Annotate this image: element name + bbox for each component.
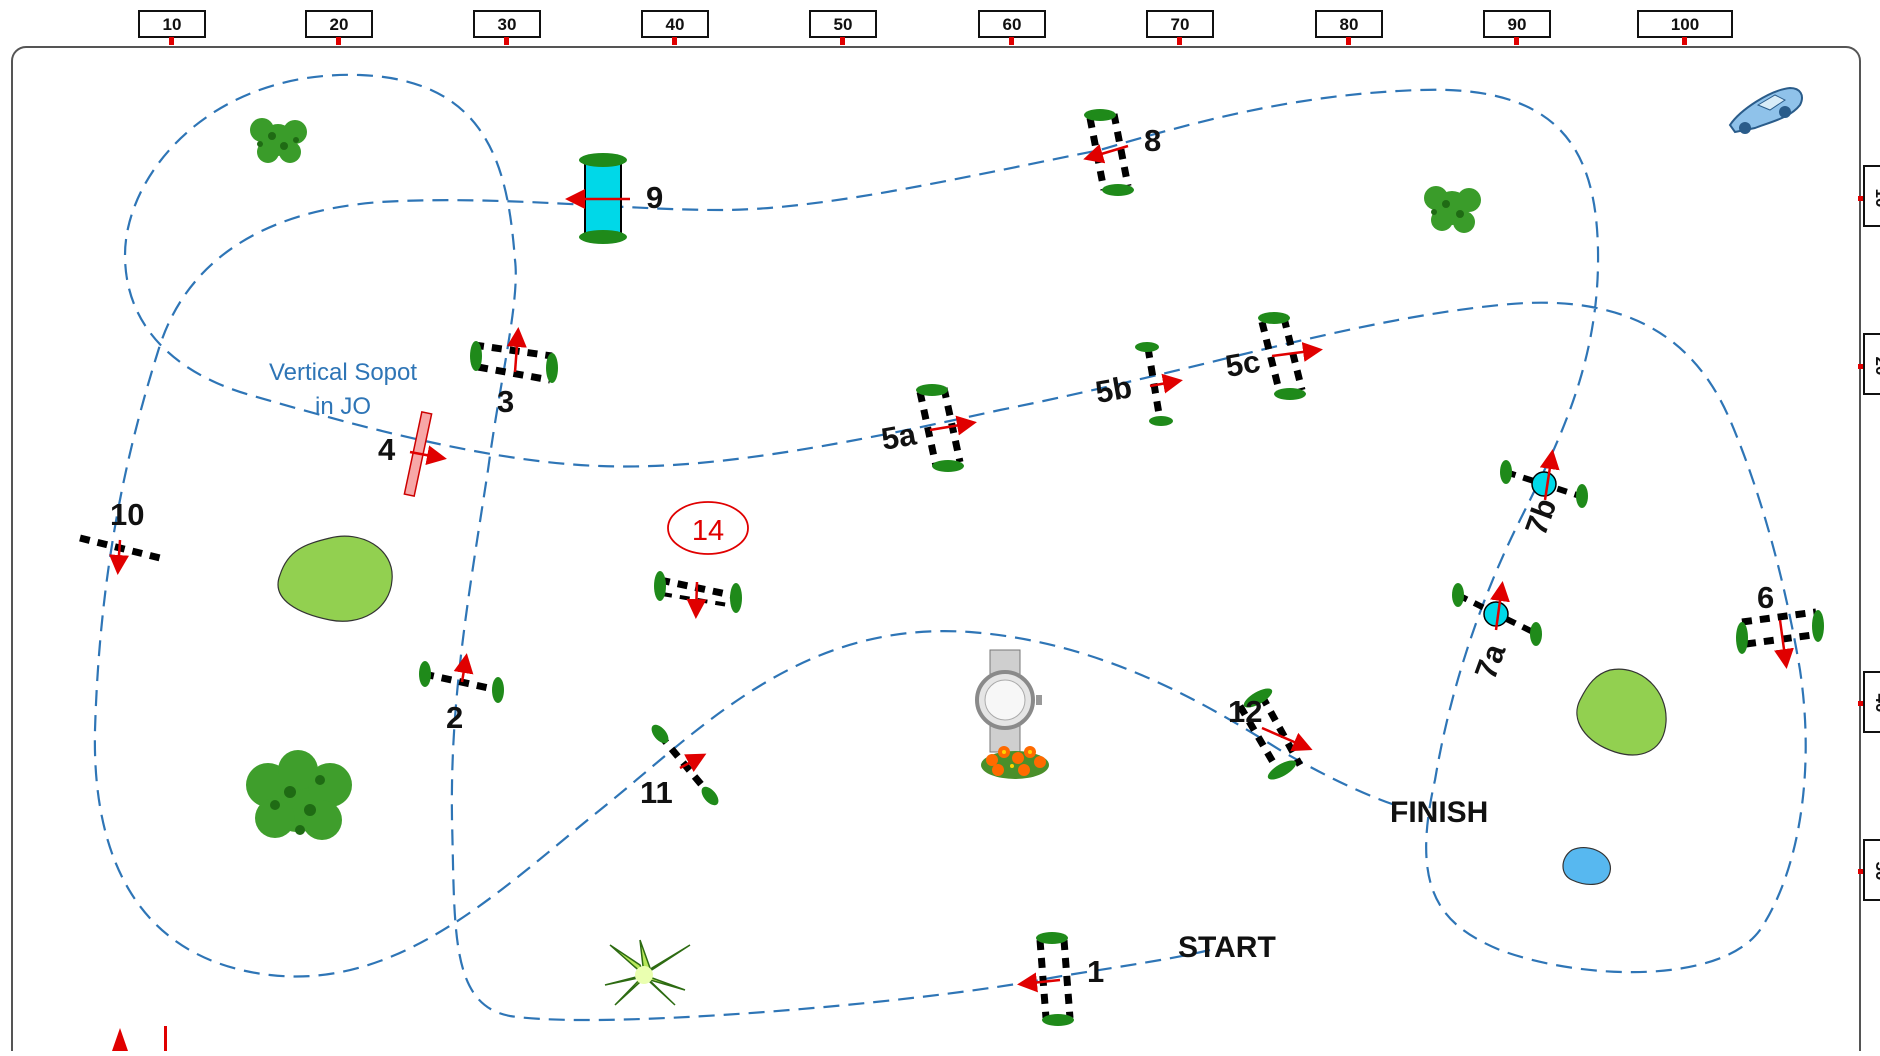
- obstacle-6: [1736, 608, 1824, 669]
- lawn-patch-icon: [1576, 668, 1667, 756]
- ruler-tick: 50: [1858, 839, 1880, 901]
- obstacle-6-number: 6: [1757, 580, 1774, 615]
- ruler-tick: 30: [473, 10, 541, 45]
- obstacle-5a-number: 5a: [879, 416, 920, 457]
- svg-text:10: 10: [163, 15, 182, 34]
- obstacle-7b-number: 7b: [1518, 494, 1563, 540]
- obstacle-12: [1236, 688, 1313, 780]
- obstacle-4-number: 4: [378, 432, 396, 467]
- alt-obstacle-number: 14: [692, 515, 724, 547]
- note-line-2: in JO: [315, 393, 371, 420]
- obstacle-5a: [916, 384, 977, 472]
- finish-label: FINISH: [1390, 796, 1488, 829]
- svg-text:60: 60: [1003, 15, 1022, 34]
- obstacle-2-number: 2: [446, 700, 463, 735]
- obstacle-5c-number: 5c: [1223, 344, 1263, 384]
- obstacle-4: [403, 410, 447, 498]
- note-line-1: Vertical Sopot: [269, 359, 417, 386]
- obstacle-7a-number: 7a: [1468, 639, 1513, 684]
- agave-plant-icon: [604, 939, 691, 1006]
- obstacle-5b: [1135, 342, 1183, 426]
- obstacle-11-number: 11: [640, 775, 673, 810]
- obstacle-2: [419, 653, 504, 703]
- obstacle-7a: [1452, 581, 1542, 646]
- svg-text:100: 100: [1671, 15, 1699, 34]
- marker-line: [164, 1026, 167, 1051]
- ruler-tick: 10: [138, 10, 206, 45]
- obstacle-7b: [1500, 449, 1588, 508]
- obstacle-10: [79, 534, 161, 575]
- svg-text:90: 90: [1508, 15, 1527, 34]
- svg-text:50: 50: [1872, 862, 1880, 881]
- svg-text:80: 80: [1340, 15, 1359, 34]
- svg-text:10: 10: [1872, 189, 1880, 208]
- alt-obstacle-circle: [667, 501, 749, 555]
- obstacle-3: [470, 327, 558, 384]
- obstacle-5b-number: 5b: [1093, 369, 1135, 410]
- ruler-tick: 40: [641, 10, 709, 45]
- flower-bed-icon: [981, 746, 1049, 779]
- obstacle-1: [1017, 932, 1074, 1026]
- obstacle-1-number: 1: [1087, 954, 1104, 989]
- bush-icon: [250, 118, 307, 163]
- top-ruler: 10 20 30 40 50 60 70 80 90 100: [138, 10, 1733, 45]
- ruler-tick: 50: [809, 10, 877, 45]
- svg-text:20: 20: [1872, 357, 1880, 376]
- watch-icon: [975, 649, 1042, 753]
- svg-text:20: 20: [330, 15, 349, 34]
- svg-text:40: 40: [666, 15, 685, 34]
- obstacle-12-number: 12: [1228, 694, 1262, 729]
- ruler-tick: 70: [1146, 10, 1214, 45]
- right-ruler: 10 20 40 50: [1858, 165, 1880, 901]
- course-route: [93, 73, 1807, 1022]
- obstacle-10-number: 10: [110, 497, 144, 532]
- obstacle-9: [565, 153, 630, 244]
- svg-text:70: 70: [1171, 15, 1190, 34]
- bush-icon: [1424, 186, 1481, 233]
- ruler-tick: 20: [1858, 333, 1880, 395]
- obstacle-8-number: 8: [1144, 123, 1161, 158]
- pond-icon: [1562, 846, 1611, 885]
- car-icon: [1728, 86, 1803, 134]
- ruler-tick: 10: [1858, 165, 1880, 227]
- ruler-tick: 80: [1315, 10, 1383, 45]
- svg-text:30: 30: [498, 15, 517, 34]
- ruler-tick: 100: [1637, 10, 1733, 45]
- marker-arrow: [112, 1028, 128, 1051]
- bush-icon: [246, 750, 352, 840]
- start-label: START: [1178, 931, 1276, 964]
- obstacle-8: [1083, 109, 1134, 196]
- ruler-tick: 20: [305, 10, 373, 45]
- obstacle-11: [651, 724, 719, 806]
- ruler-tick: 60: [978, 10, 1046, 45]
- lawn-patch-icon: [277, 535, 393, 622]
- obstacle-3-number: 3: [497, 384, 514, 419]
- svg-text:40: 40: [1872, 694, 1880, 713]
- obstacle-9-number: 9: [646, 180, 663, 215]
- ruler-tick: 90: [1483, 10, 1551, 45]
- arena-border: [11, 46, 1861, 1056]
- obstacle-5c: [1258, 312, 1323, 400]
- svg-text:50: 50: [834, 15, 853, 34]
- alt-obstacle-14: 14: [654, 501, 749, 619]
- ruler-tick: 40: [1858, 671, 1880, 733]
